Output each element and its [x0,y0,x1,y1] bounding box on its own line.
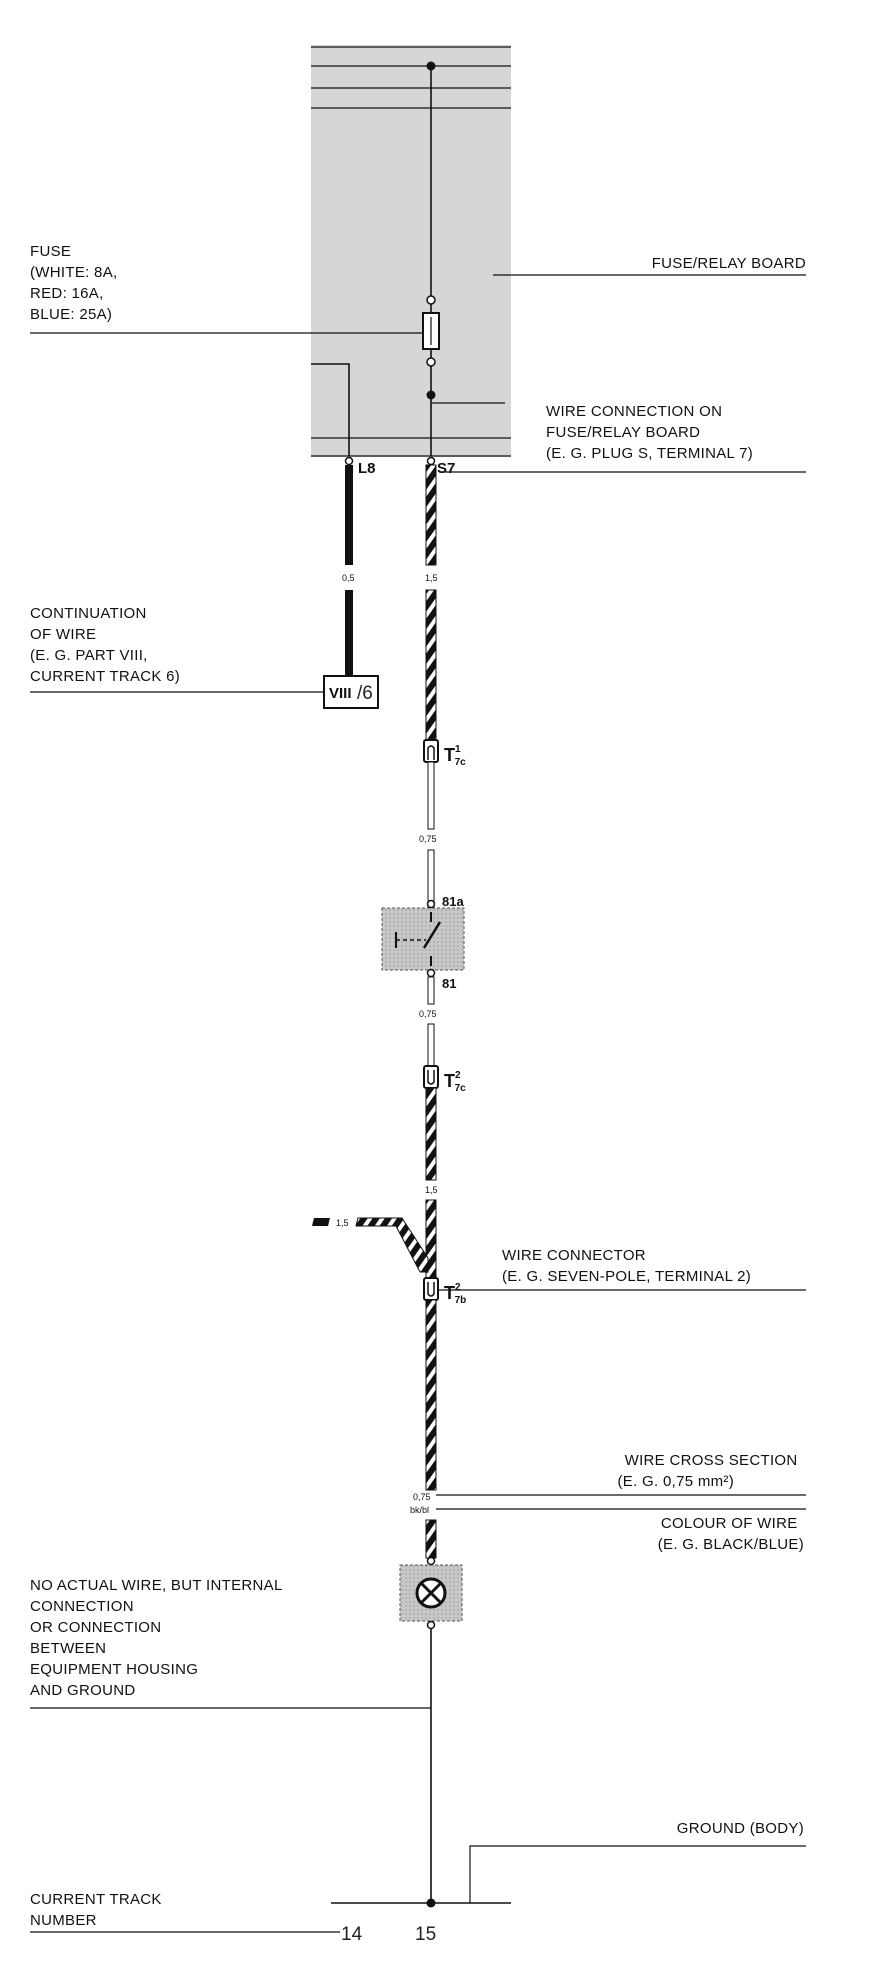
wire-s7-main [425,456,437,741]
lamp-component [399,1556,463,1630]
label-current-track: CURRENT TRACK NUMBER [30,1891,166,1929]
wire-size-after-switch: 0,75 [419,1009,437,1019]
leader-lines [30,274,806,1933]
label-ground: GROUND (BODY) [677,1820,804,1837]
label-fuse: FUSE (WHITE: 8A, RED: 16A, BLUE: 25A) [30,243,122,323]
ground-wire [331,1629,806,1908]
wire-thin-2 [427,976,435,1067]
connector-t7b-2 [423,1277,439,1301]
wire-l8 [344,456,354,676]
wire-size-s7: 1,5 [425,573,438,583]
label-no-actual-wire: NO ACTUAL WIRE, BUT INTERNAL CONNECTION … [30,1577,287,1699]
terminal-s7: S7 [437,460,455,477]
label-wire-connector: WIRE CONNECTOR (E. G. SEVEN-POLE, TERMIN… [502,1247,751,1285]
label-wire-cross-section: WIRE CROSS SECTION (E. G. 0,75 mm²) [618,1452,802,1490]
switch-pin-81: 81 [442,976,456,991]
fuse-relay-board [311,45,511,457]
switch-pin-81a: 81a [442,894,464,909]
label-fuse-relay-board: FUSE/RELAY BOARD [652,255,806,272]
continuation-part: VIII [329,685,352,702]
track-number-15: 15 [415,1924,436,1945]
track-number-14: 14 [341,1924,363,1945]
connector-t7c-2 [423,1065,439,1089]
switch-component [381,899,465,978]
terminal-l8: L8 [358,460,376,477]
wire-colour-code: bk/bl [410,1505,429,1515]
label-wire-connection: WIRE CONNECTION ON FUSE/RELAY BOARD (E. … [546,403,753,462]
wire-size-branch: 1,5 [336,1218,349,1228]
wire-size-after-t2: 1,5 [425,1185,438,1195]
wire-branch [312,1217,429,1273]
continuation-box: VIII /6 [323,675,379,709]
label-continuation: CONTINUATION OF WIRE (E. G. PART VIII, C… [30,605,180,685]
label-colour-of-wire: COLOUR OF WIRE (E. G. BLACK/BLUE) [658,1515,804,1553]
wire-size-l8: 0,5 [342,573,355,583]
wire-s7-middle [425,1087,437,1279]
continuation-track: /6 [357,683,373,704]
wire-s7-lower [425,1299,437,1559]
wire-thin-1 [427,761,435,909]
wire-size-after-t1: 0,75 [419,834,437,844]
connector-t7c-1 [423,739,439,763]
wire-size-before-lamp: 0,75 [413,1492,431,1502]
